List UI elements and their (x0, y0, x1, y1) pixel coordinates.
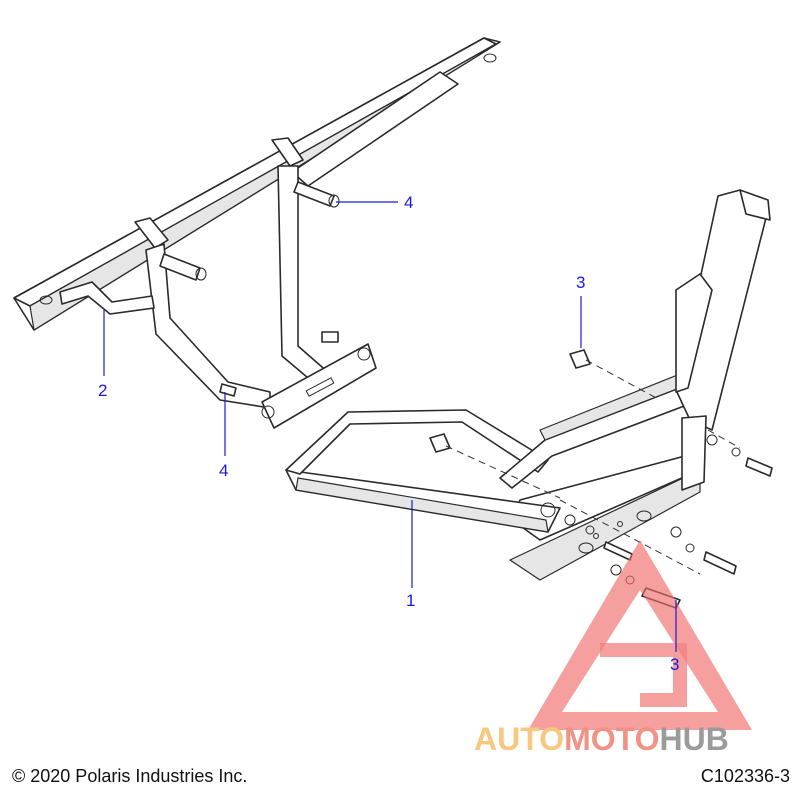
callouts: 1 2 3 3 4 4 (98, 193, 679, 674)
watermark-moto: MOTO (564, 721, 659, 757)
rear-bumper-assembly (13, 37, 501, 429)
watermark-auto: AUTO (474, 721, 564, 757)
copyright-text: © 2020 Polaris Industries Inc. (12, 766, 248, 786)
callout-4-lower: 4 (219, 461, 228, 480)
watermark-triangle (528, 540, 752, 730)
callout-3-upper: 3 (576, 273, 585, 292)
automotohub-watermark: AUTOMOTOHUB (474, 540, 752, 757)
svg-text:AUTOMOTOHUB: AUTOMOTOHUB (474, 721, 729, 757)
drawing-id: C102336-3 (700, 766, 790, 786)
callout-1: 1 (406, 591, 415, 610)
callout-2: 2 (98, 381, 107, 400)
callout-3-lower: 3 (670, 655, 679, 674)
front-bumper-frame (285, 189, 771, 581)
watermark-hub: HUB (659, 721, 728, 757)
callout-4-upper: 4 (404, 193, 413, 212)
